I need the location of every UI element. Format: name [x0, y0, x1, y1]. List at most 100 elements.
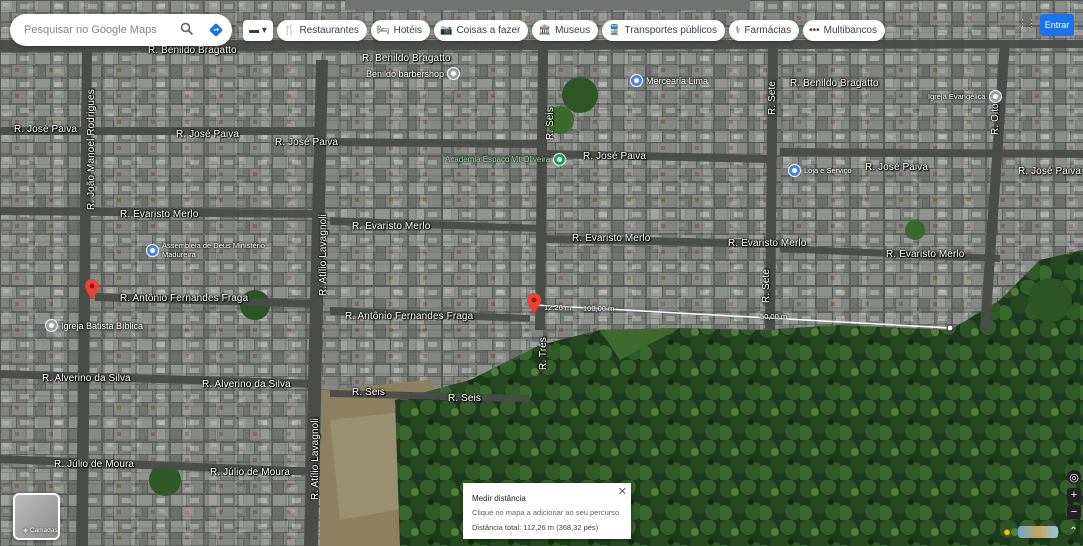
measure-mid-label: 100,00 m [583, 304, 615, 313]
poi-loja[interactable]: Loja e Serviço [788, 164, 852, 177]
street-label-evaristo-merlo: R. Evaristo Merlo [572, 233, 651, 244]
street-label-evaristo-merlo: R. Evaristo Merlo [886, 249, 965, 260]
search-icon[interactable] [180, 22, 194, 36]
measure-distance-panel: ✕ Medir distância Clique no mapa a adici… [463, 483, 631, 539]
street-label-benildo-bragatto: R. Benildo Bragatto [148, 45, 237, 56]
street-label-evaristo-merlo: R. Evaristo Merlo [120, 209, 199, 220]
pharmacy-icon: ⚕ [735, 24, 741, 36]
place-icon [45, 319, 58, 332]
chip-multibancos[interactable]: •••Multibancos [803, 19, 885, 41]
restaurant-icon: 🍴 [283, 24, 296, 36]
place-icon [447, 67, 461, 80]
street-label-sete: R. Sete [761, 268, 772, 303]
street-label-julio-de-moura: R. Júlio de Moura [210, 467, 291, 478]
street-label-evaristo-merlo: R. Evaristo Merlo [352, 221, 431, 232]
street-label-benildo-bragatto: R. Benildo Bragatto [362, 53, 451, 64]
chip-restaurantes[interactable]: 🍴Restaurantes [277, 19, 367, 41]
poi-label: Benildo barbershop [366, 68, 445, 79]
chip-label: Restaurantes [299, 24, 359, 36]
gym-icon [553, 153, 567, 166]
street-label-seis: R. Seis [352, 387, 385, 398]
layers-label: ◈ Camadas [23, 527, 58, 534]
shopping-cart-icon [630, 74, 643, 87]
keyboard-icon: ▬ ▾ [249, 24, 267, 36]
poi-barbershop[interactable]: Benildo barbershop [366, 67, 461, 80]
chip-label: Museus [555, 24, 591, 36]
street-label-jose-paiva: R. José Paiva [14, 124, 77, 135]
museum-icon: 🏛 [538, 24, 552, 36]
chip-label: Multibancos [823, 24, 877, 36]
chip-hoteis[interactable]: 🛏Hotéis [370, 19, 430, 41]
street-label-alverino-da-silva: R. Alverino da Silva [202, 379, 291, 390]
measure-line [533, 304, 951, 329]
poi-mercearia[interactable]: Mercearia Lima [630, 74, 708, 87]
chip-farmacias[interactable]: ⚕Farmácias [729, 19, 800, 41]
chip-transportes-publicos[interactable]: 🚆Transportes públicos [602, 19, 725, 41]
poi-label: Mercearia Lima [646, 75, 709, 86]
train-icon: 🚆 [608, 24, 621, 36]
street-label-atilio-lavagnoli: R. Atílio Lavagnoli [318, 214, 329, 296]
measure-end-point [946, 324, 954, 332]
measure-title: Medir distância [472, 494, 526, 503]
poi-label: Loja e Serviço [804, 166, 852, 175]
poi-label: Igreja Evangélica [928, 92, 986, 101]
measure-subtitle: Clique no mapa a adicionar ao seu percur… [472, 508, 620, 517]
directions-icon[interactable] [208, 22, 224, 38]
chip-museus[interactable]: 🏛Museus [532, 19, 599, 41]
street-label-tres: R. Três [538, 337, 549, 370]
chip-label: Farmácias [744, 24, 792, 36]
close-icon[interactable]: ✕ [617, 486, 627, 498]
zoom-in-button[interactable]: + [1067, 488, 1081, 502]
church-icon [146, 243, 159, 257]
poi-academia[interactable]: Academia Espaço Vit Oliveira [445, 153, 567, 166]
search-input[interactable] [22, 23, 166, 37]
street-label-joao-manoel-rodrigues: R. João Manoel Rodrigues [86, 89, 97, 210]
chip-coisas-a-fazer[interactable]: 📷Coisas a fazer [434, 19, 529, 41]
measure-end-label: 50,00 m [760, 312, 788, 321]
street-label-jose-paiva: R. José Paiva [275, 137, 338, 148]
camera-icon: 📷 [440, 24, 453, 36]
shop-icon [788, 164, 801, 177]
signin-button[interactable]: Entrar [1040, 14, 1074, 36]
apps-icon[interactable]: ⋮⋮ [1018, 18, 1036, 28]
measure-segment-label: 12,26 m [544, 303, 572, 312]
street-label-evaristo-merlo: R. Evaristo Merlo [728, 238, 807, 249]
more-icon: ••• [809, 24, 820, 36]
poi-grafica[interactable]: Igreja Evangélica [928, 90, 1002, 103]
street-label-oito: R. Oito [990, 103, 1001, 135]
street-label-sete: R. Sete [767, 80, 778, 115]
street-label-antonio-fernandes-fraga: R. Antônio Fernandes Fraga [120, 293, 249, 304]
layers-button[interactable]: ◈ Camadas [13, 493, 60, 540]
pegman-icon[interactable]: ● [1003, 523, 1011, 539]
poi-label: Igreja Batista Bíblica [61, 320, 144, 331]
street-label-seis: R. Seis [448, 393, 481, 404]
poi-batista[interactable]: Igreja Batista Bíblica [45, 319, 143, 332]
chip-label: Coisas a fazer [456, 24, 521, 36]
chevron-up-icon[interactable]: ⌃ [1069, 526, 1078, 537]
street-label-seis: R. Seis [545, 107, 556, 140]
street-label-atilio-lavagnoli: R. Atílio Lavagnoli [310, 418, 321, 500]
keyboard-button[interactable]: ▬ ▾ [243, 19, 273, 41]
street-label-antonio-fernandes-fraga: R. Antônio Fernandes Fraga [345, 311, 474, 322]
street-label-benildo-bragatto: R. Benildo Bragatto [790, 78, 879, 89]
category-chips: ▬ ▾ 🍴Restaurantes 🛏Hotéis 📷Coisas a faze… [243, 19, 885, 41]
street-label-jose-paiva: R. José Paiva [583, 151, 646, 162]
my-location-icon[interactable]: ◎ [1067, 470, 1081, 484]
search-box[interactable] [10, 14, 232, 46]
hotel-icon: 🛏 [376, 24, 390, 36]
red-pin-icon[interactable] [527, 293, 541, 313]
measure-total: Distância total: 112,26 m (368,32 pés) [472, 523, 599, 532]
street-label-jose-paiva: R. José Paiva [1018, 166, 1081, 177]
street-label-jose-paiva: R. José Paiva [865, 162, 928, 173]
place-icon [988, 90, 1002, 103]
red-pin-icon[interactable] [85, 279, 99, 299]
street-label-alverino-da-silva: R. Alverino da Silva [42, 373, 131, 384]
imagery-thumbnails[interactable] [1018, 526, 1058, 538]
street-label-jose-paiva: R. José Paiva [176, 129, 239, 140]
poi-label: Academia Espaço Vit Oliveira [445, 155, 551, 164]
chip-label: Transportes públicos [624, 24, 717, 36]
poi-igreja[interactable]: Assembleia de Deus Ministério Madureira [146, 241, 272, 259]
zoom-out-button[interactable]: − [1067, 505, 1081, 519]
